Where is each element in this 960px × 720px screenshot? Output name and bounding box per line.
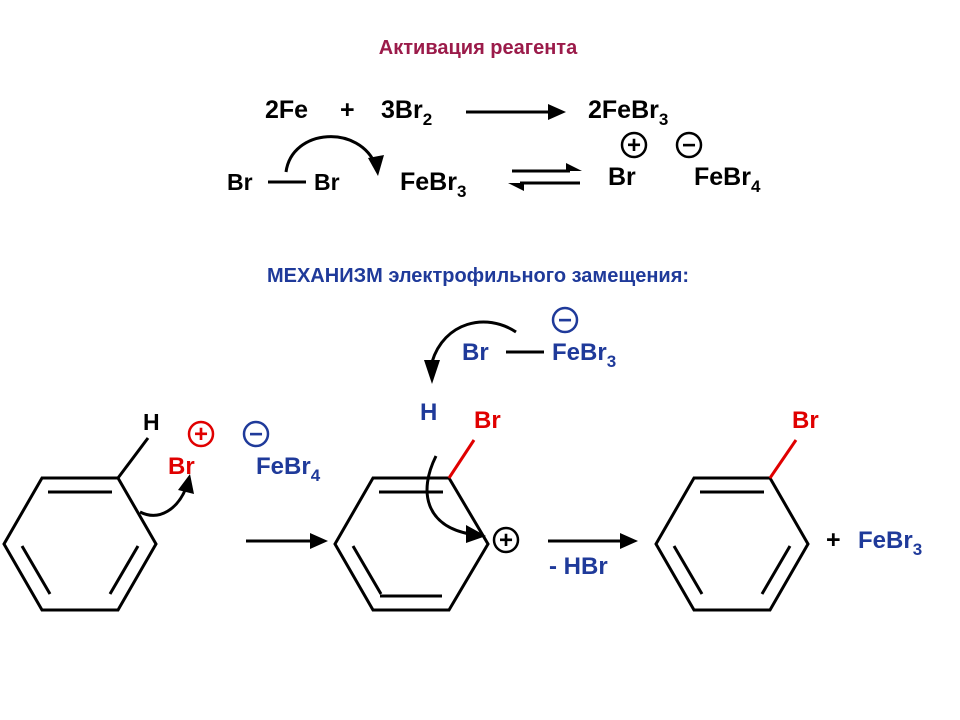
electrophile-br-label: Br	[168, 453, 195, 480]
sigma-carbocation-plus-icon	[492, 526, 520, 554]
bromobenzene-ring	[654, 476, 810, 612]
deprotonation-arrowhead	[424, 360, 440, 384]
br-cation-label: Br	[608, 163, 636, 191]
br-right-label: Br	[314, 169, 340, 195]
sigma-carbocation-plus-sign: +	[499, 527, 513, 554]
ring-hydrogen-label: H	[143, 409, 160, 435]
electrophile-plus-icon	[187, 420, 215, 448]
final-febr3-label: FeBr3	[858, 527, 922, 559]
equilibrium-reverse-head	[508, 183, 524, 191]
product-bromine-label: Br	[792, 407, 819, 434]
bond-cleavage-curved-arrow	[284, 135, 378, 173]
reaction1-arrowhead	[548, 104, 566, 120]
base-minus-icon	[551, 306, 579, 334]
febr3-label: FeBr3	[400, 168, 466, 201]
febr4-counterion-label: FeBr4	[256, 453, 321, 485]
minus-hbr-label: - HBr	[549, 553, 608, 580]
bond-cleavage-arrowhead	[368, 155, 384, 176]
minus-charge-icon	[675, 131, 703, 159]
rearomatization-arrowhead	[466, 525, 486, 543]
febr4-minus-icon	[242, 420, 270, 448]
reactant-br2: 3Br2	[381, 96, 432, 129]
reaction1-plus: +	[340, 96, 355, 124]
base-minus-sign: −	[558, 307, 572, 334]
mechanism-title: МЕХАНИЗМ электрофильного замещения:	[267, 265, 689, 287]
sigma-bromine-label: Br	[474, 407, 501, 434]
febr4-minus-sign: −	[249, 421, 263, 448]
product-febr3: 2FeBr3	[588, 96, 668, 129]
sigma-complex-ring	[333, 476, 490, 612]
final-plus-sign: +	[826, 526, 841, 554]
base-febr3-label: FeBr3	[552, 339, 616, 371]
sigma-hydrogen-label: H	[420, 399, 437, 426]
mechanism-step2-arrowhead	[620, 533, 638, 549]
benzene-ring-reactant	[2, 437, 158, 612]
deprotonation-curved-arrow	[430, 320, 517, 363]
equilibrium-forward-head	[566, 163, 582, 171]
reactant-fe: 2Fe	[265, 96, 308, 124]
base-br-label: Br	[462, 339, 489, 366]
product-c-br-bond	[768, 439, 798, 479]
activation-title: Активация реагента	[379, 37, 578, 59]
sigma-c-br-bond	[447, 439, 476, 479]
pi-attack-curved-arrow	[139, 487, 188, 517]
plus-charge-sign: +	[627, 132, 641, 159]
plus-charge-icon	[620, 131, 648, 159]
electrophile-plus-sign: +	[194, 421, 208, 448]
mechanism-step1-arrowhead	[310, 533, 328, 549]
minus-charge-sign: −	[682, 132, 696, 159]
br-left-label: Br	[227, 169, 253, 195]
pi-attack-arrowhead	[178, 474, 194, 494]
rearomatization-curved-arrow	[425, 455, 471, 536]
febr4-anion-label: FeBr4	[694, 163, 761, 196]
